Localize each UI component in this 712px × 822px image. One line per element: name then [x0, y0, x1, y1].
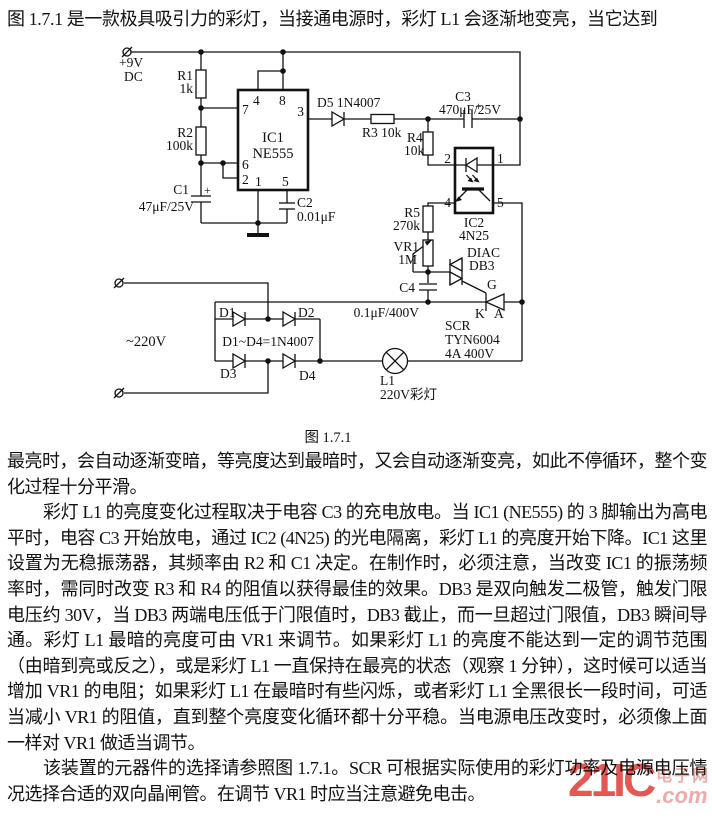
label-ic1-pin3: 3 [297, 104, 304, 119]
label-ic1-pin5: 5 [282, 174, 289, 189]
resistor-r3 [370, 113, 395, 125]
ic2-4n25-optocoupler [453, 146, 495, 215]
label-d4: D4 [299, 368, 316, 383]
label-bridge-diodes: D1~D4=1N4007 [222, 334, 314, 349]
figure-caption: 图 1.7.1 [304, 430, 351, 446]
intro-paragraph: 图 1.7.1 是一款极具吸引力的彩灯，当接通电源时，彩灯 L1 会逐渐地变亮，… [7, 9, 658, 29]
label-scr-cathode: K [475, 306, 485, 321]
label-c3-value: 470μF/25V [439, 102, 501, 117]
label-d2: D2 [298, 305, 315, 320]
label-diac-part: DB3 [469, 258, 495, 273]
lamp-l1-symbol [381, 347, 409, 375]
diode-d4 [282, 352, 297, 370]
paragraph-2: 彩灯 L1 的亮度变化过程取决于电容 C3 的充电放电。当 IC1 (NE555… [7, 502, 708, 753]
label-scr-gate: G [487, 277, 497, 292]
label-scr-part: TYN6004 [445, 332, 500, 347]
label-ac-voltage: ~220V [126, 334, 167, 350]
label-r2: R2 [177, 125, 193, 140]
label-r5-value: 270k [393, 218, 420, 233]
label-r4-value: 10k [404, 143, 425, 158]
label-c1-plus: + [204, 183, 211, 197]
capacitor-c4 [419, 283, 437, 291]
circuit-wires [124, 51, 523, 394]
label-ic2-pin5: 5 [497, 195, 504, 210]
resistor-r1 [195, 69, 207, 99]
label-d5: D5 1N4007 [317, 95, 381, 110]
label-c3: C3 [455, 89, 471, 104]
label-ic1-pin6: 6 [242, 157, 249, 172]
label-ic1-pin8: 8 [279, 93, 286, 108]
potentiometer-vr1 [422, 239, 434, 267]
capacitor-c1 [191, 195, 211, 203]
label-power-dc: DC [124, 69, 143, 84]
paragraph-3: 该装置的元器件的选择请参照图 1.7.1。SCR 可根据实际使用的彩灯功率及电源… [7, 758, 708, 804]
label-scr: SCR [445, 318, 471, 333]
label-ic2-part: 4N25 [459, 228, 489, 243]
diode-d3 [232, 352, 247, 370]
label-r4: R4 [407, 130, 423, 145]
label-r1: R1 [177, 68, 193, 83]
label-vr1: VR1 [393, 239, 419, 254]
label-c4: C4 [399, 280, 415, 295]
label-c4-value: 0.1μF/400V [354, 305, 420, 320]
label-d1: D1 [219, 305, 236, 320]
ic1-ne555-box [236, 88, 310, 192]
label-power-9v: +9V [119, 55, 143, 70]
label-ic2-pin4: 4 [444, 195, 451, 210]
label-c1: C1 [173, 182, 189, 197]
label-c3-plus: + [475, 99, 482, 113]
label-scr-anode: A [494, 306, 504, 321]
junction-dots [198, 49, 525, 364]
label-d3: D3 [220, 366, 237, 381]
label-ic2-pin2: 2 [444, 151, 451, 166]
resistor-r4 [422, 131, 434, 156]
ac-terminal-top [113, 277, 125, 289]
diode-d1 [232, 310, 247, 328]
label-diac: DIAC [467, 245, 500, 260]
body-text: 最亮时，会自动逐渐变暗，等亮度达到最暗时，又会自动逐渐变亮，如此不停循环，整个变… [7, 449, 708, 807]
label-r1-value: 1k [180, 81, 194, 96]
label-l1: L1 [380, 373, 395, 388]
resistor-r5 [422, 205, 434, 233]
label-ic1-part: NE555 [252, 146, 293, 162]
label-ic1-pin1: 1 [255, 174, 262, 189]
ac-terminal-bottom [113, 387, 125, 399]
resistor-r2 [195, 126, 207, 156]
label-ic1: IC1 [262, 130, 284, 146]
capacitor-c3 [463, 110, 473, 128]
label-ic1-pin4: 4 [253, 93, 260, 108]
label-ic1-pin2: 2 [242, 172, 249, 187]
label-c1-value: 47μF/25V [139, 199, 194, 214]
label-ic2: IC2 [464, 215, 484, 230]
diode-d2 [282, 310, 297, 328]
power-terminal-9v [121, 46, 133, 58]
label-c2-value: 0.01μF [297, 209, 336, 224]
diode-d5 [331, 110, 346, 128]
paragraph-1: 最亮时，会自动逐渐变暗，等亮度达到最暗时，又会自动逐渐变亮，如此不停循环，整个变… [7, 451, 708, 497]
label-r5: R5 [404, 205, 420, 220]
label-c2: C2 [297, 195, 313, 210]
label-ic1-pin7: 7 [242, 102, 249, 117]
capacitor-c2 [279, 202, 295, 210]
label-r2-value: 100k [166, 138, 193, 153]
label-ic2-pin1: 1 [497, 151, 504, 166]
label-l1-value: 220V彩灯 [380, 387, 437, 402]
circuit-figure: +9V DC R1 1k R2 100k C1 47μF/25V + IC1 N… [113, 46, 525, 446]
label-r3: R3 10k [362, 125, 402, 140]
label-vr1-value: 1M [398, 252, 417, 267]
diac-db3-symbol [448, 256, 464, 287]
label-scr-rating: 4A 400V [445, 346, 494, 361]
scr-symbol [484, 292, 505, 312]
